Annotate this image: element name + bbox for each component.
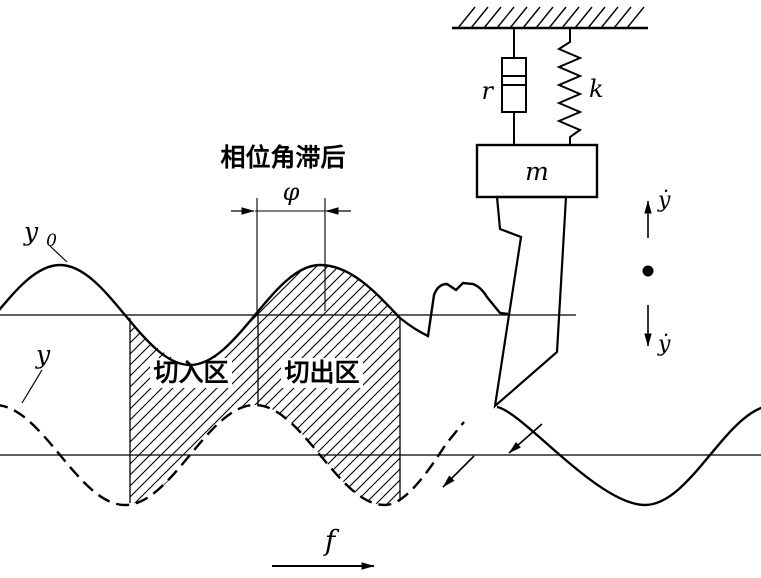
fixed-support	[452, 6, 648, 30]
mass-label: m	[525, 157, 549, 186]
phase-caption: 相位角滞后	[220, 143, 345, 172]
machined-surface-wave	[496, 405, 761, 507]
velocity-dot	[642, 265, 654, 277]
ceiling-hatch	[457, 6, 645, 29]
surface-motion-arrow-2	[442, 455, 475, 488]
phase-lag-annotation: 相位角滞后 φ	[220, 143, 351, 311]
velocity-label-bottom: ẏ	[657, 332, 671, 357]
spring-zigzag	[556, 28, 583, 145]
cut-out-zone-label: 切出区	[284, 358, 359, 387]
cut-in-zone-label-plate	[150, 358, 232, 388]
spring: k	[556, 28, 604, 145]
mass-block: m	[475, 143, 599, 199]
outer-wave-label-sub: 0	[46, 231, 57, 251]
cutting-tool-body	[493, 195, 568, 409]
cut-in-zone-label: 切入区	[153, 358, 228, 387]
outer-wave-label: y 0	[23, 217, 57, 251]
damper-piston	[503, 75, 525, 86]
inner-wave-label: y	[35, 340, 51, 369]
phi-label: φ	[283, 178, 300, 206]
feed-direction: f	[272, 524, 375, 570]
damper-label: r	[482, 77, 495, 105]
feed-label: f	[323, 524, 340, 557]
surface-motion-arrow-1	[508, 423, 543, 454]
inner-wave-leader-line	[21, 369, 43, 404]
damper: r	[482, 28, 527, 145]
inner-surface-wave-dashed	[0, 403, 465, 507]
mass-rect	[475, 143, 599, 199]
outer-wave-label-main: y	[23, 217, 39, 246]
wave-labels: y 0 y	[21, 217, 68, 404]
velocity-indicator: ẏ ẏ	[642, 188, 671, 357]
velocity-label-top: ẏ	[657, 188, 671, 213]
cut-out-zone-label-plate	[281, 358, 363, 388]
outer-surface-wave	[0, 263, 509, 367]
spring-label: k	[589, 75, 604, 103]
outer-wave-leader-line	[49, 245, 68, 263]
